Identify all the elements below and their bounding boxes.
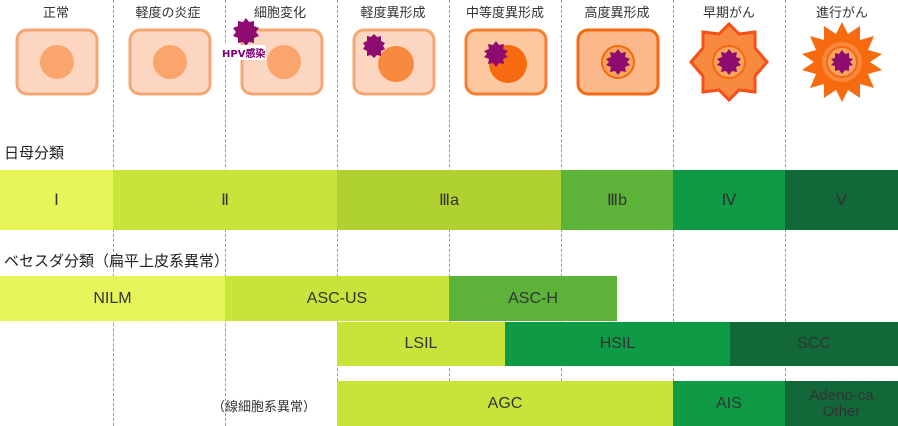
bethesda-bar-adeno-ca: Adeno-ca Other [785, 381, 898, 426]
stage-label-moderate-dysplasia: 中等度異形成 [465, 6, 544, 21]
nichibo-bar-5: Ⅴ [785, 170, 898, 230]
bethesda-bar-nilm: NILM [0, 276, 225, 321]
hpv-virus-icon [233, 18, 259, 46]
nichibo-bar-2: Ⅱ [113, 170, 337, 230]
stage-label-mild-inflammation: 軽度の炎症 [135, 6, 201, 21]
nichibo-bar-3a: Ⅲa [337, 170, 561, 230]
nichibo-bar-4: Ⅳ [673, 170, 785, 230]
bethesda-title: ベセスダ分類（扁平上皮系異常） [4, 252, 230, 270]
bethesda-bar-ais: AIS [673, 381, 785, 426]
bethesda-bar-scc: SCC [730, 322, 898, 366]
cell-normal-icon [15, 28, 99, 96]
nichibo-title: 日母分類 [4, 144, 65, 162]
stage-label-severe-dysplasia: 高度異形成 [584, 6, 650, 21]
stage-label-advanced-cancer: 進行がん [815, 6, 868, 21]
cell-inflamed-icon [128, 28, 212, 96]
stage-label-normal: 正常 [42, 6, 69, 21]
cell-severe-dysplasia-icon [576, 28, 660, 96]
cell-moderate-dysplasia-icon [464, 28, 548, 96]
bethesda-bar-agc: AGC [337, 381, 673, 426]
stage-label-mild-dysplasia: 軽度異形成 [360, 6, 426, 21]
glandular-note: （線細胞系異常） [212, 400, 317, 415]
bethesda-bar-lsil: LSIL [337, 322, 505, 366]
nichibo-bar-3b: Ⅲb [561, 170, 673, 230]
nichibo-bar-1: Ⅰ [0, 170, 113, 230]
stage-label-early-cancer: 早期がん [702, 6, 755, 21]
cell-mild-dysplasia-icon [352, 28, 436, 96]
stage-label-cell-change: 細胞変化 [253, 6, 306, 21]
bethesda-bar-hsil: HSIL [505, 322, 730, 366]
hpv-label: HPV感染 [221, 45, 267, 60]
bethesda-bar-asc-h: ASC-H [449, 276, 617, 321]
bethesda-bar-asc-us: ASC-US [225, 276, 449, 321]
cell-early-cancer-icon [689, 22, 769, 102]
cell-advanced-cancer-icon [802, 22, 882, 102]
cell-changed-icon [240, 28, 324, 96]
